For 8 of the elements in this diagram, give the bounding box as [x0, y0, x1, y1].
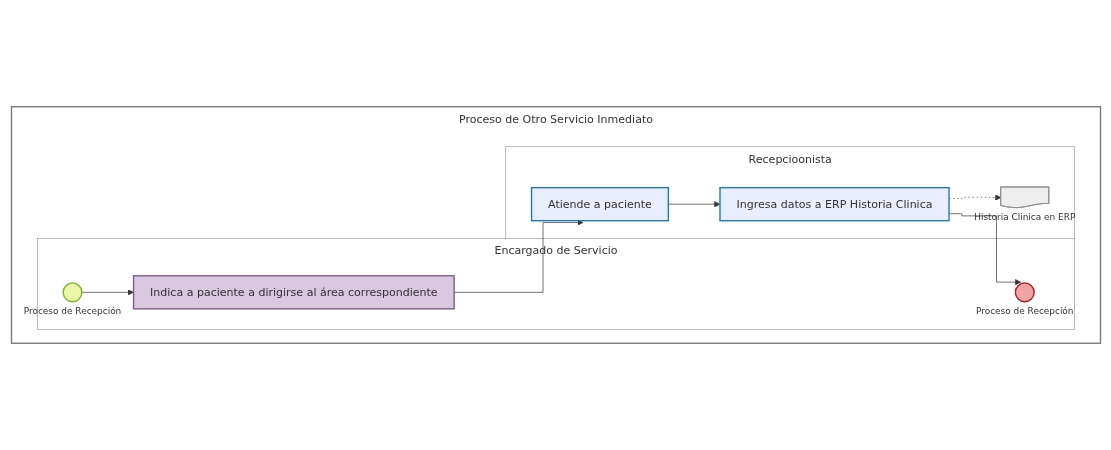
node-caption: Proceso de Recepción: [23, 306, 121, 317]
node-box: Ingresa datos a ERP Historia Clinica: [718, 186, 950, 222]
node-box: Indica a paciente a dirigirse al área correspondiente: [132, 275, 455, 310]
node-circle: [1014, 282, 1035, 303]
node-caption: Proceso de Recepción: [975, 306, 1073, 317]
node-circle: [61, 282, 83, 303]
node-box: Atiende a paciente: [530, 186, 669, 222]
node-caption: Historia Clinica en ERP: [973, 212, 1075, 222]
